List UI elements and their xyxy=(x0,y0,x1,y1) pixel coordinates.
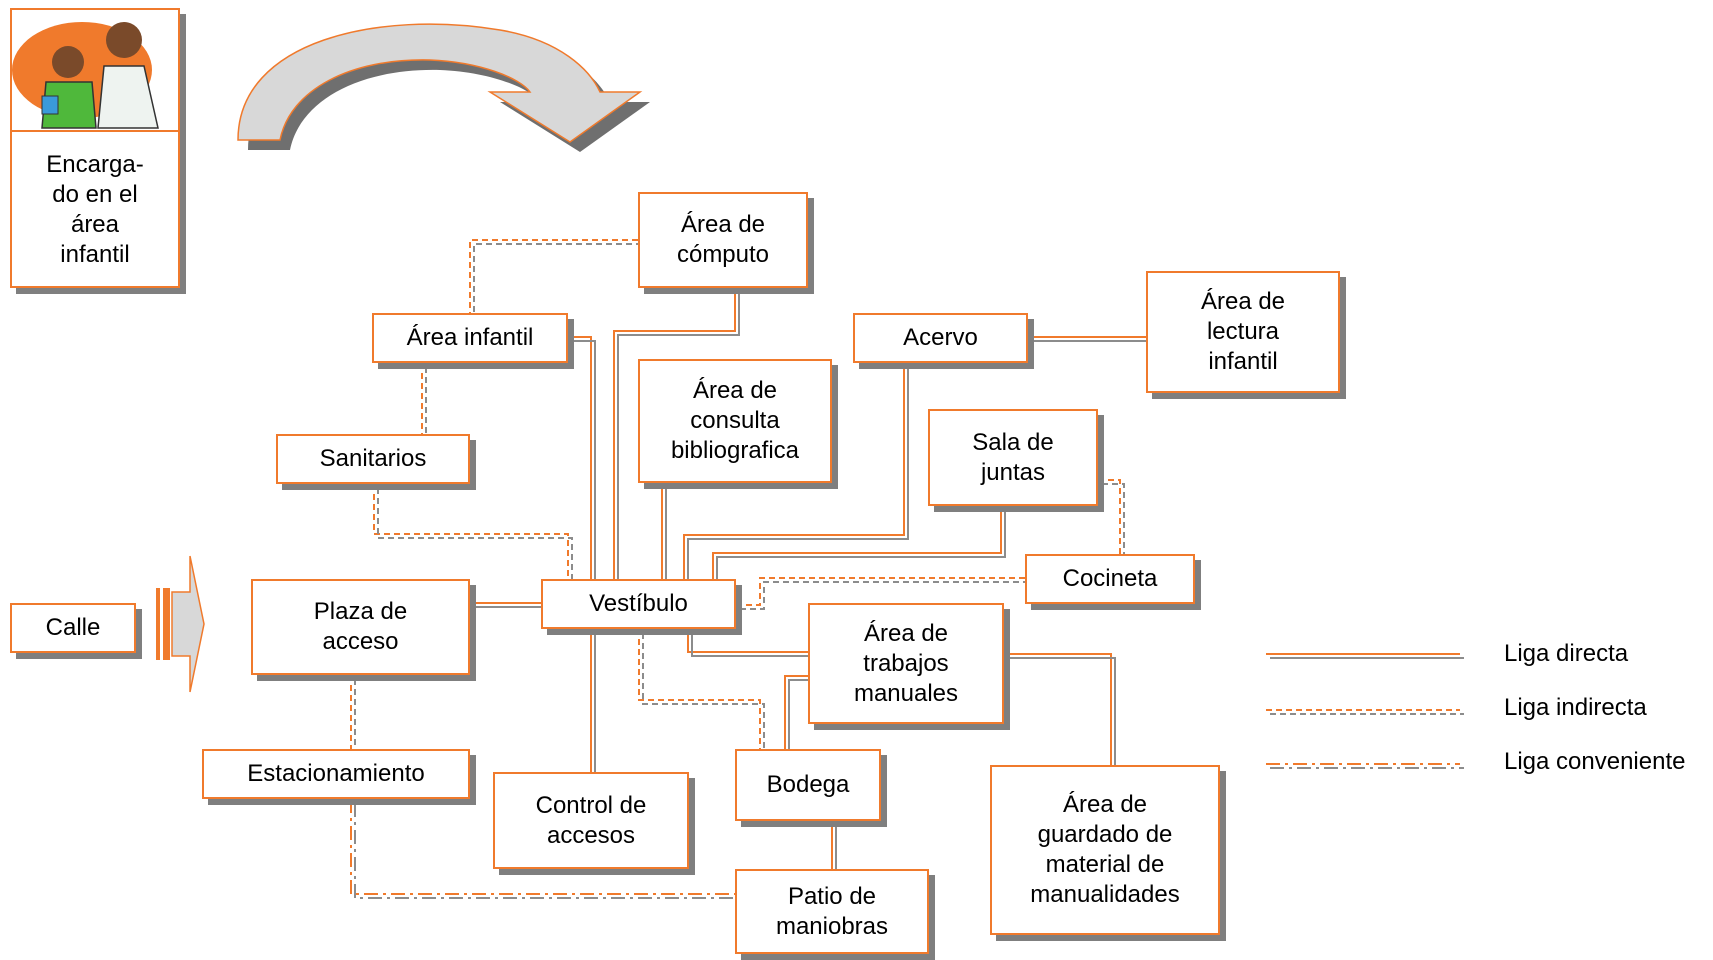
curved-arrow-icon xyxy=(237,23,650,152)
node-calle: Calle xyxy=(10,603,136,653)
node-area-infantil: Área infantil xyxy=(372,313,568,363)
node-cocineta: Cocineta xyxy=(1025,554,1195,604)
indirect-link-4-gray xyxy=(1102,483,1125,558)
node-label: Plaza de acceso xyxy=(313,598,408,655)
indirect-link-0-orange xyxy=(469,239,638,313)
indirect-link-3-orange xyxy=(736,577,1025,606)
legend-liga-directa: Liga directa xyxy=(1504,640,1629,667)
caretaker-label: Encarga- do en el área infantil xyxy=(46,151,144,268)
indirect-link-2-gray xyxy=(377,488,573,583)
node-label: Acervo xyxy=(903,324,978,351)
node-bodega: Bodega xyxy=(735,749,881,821)
node-area-computo: Área de cómputo xyxy=(638,192,808,288)
indirect-link-4-orange xyxy=(1098,479,1121,554)
direct-link-3-orange xyxy=(683,363,905,579)
caretaker-icon xyxy=(12,22,159,129)
convenient-link-0-orange xyxy=(350,799,735,895)
node-patio-maniobras: Patio de maniobras xyxy=(735,869,929,954)
indirect-link-0-gray xyxy=(473,243,642,317)
legend-liga-conveniente: Liga conveniente xyxy=(1504,748,1686,775)
node-label: Área de cómputo xyxy=(676,211,770,268)
direct-link-8-gray xyxy=(1008,657,1116,769)
node-label: Área de trabajos manuales xyxy=(853,619,959,707)
indirect-link-5-gray xyxy=(642,633,765,753)
street-arrow-icon xyxy=(156,555,205,693)
indirect-link-5-orange xyxy=(638,629,761,749)
convenient-links xyxy=(350,799,739,899)
node-label: Sala de juntas xyxy=(972,428,1054,486)
node-area-consulta: Área de consulta bibliografica xyxy=(638,359,832,483)
node-area-trabajos: Área de trabajos manuales xyxy=(808,603,1004,724)
node-area-lectura-infantil: Área de lectura infantil xyxy=(1146,271,1340,393)
direct-link-5-orange xyxy=(712,506,1002,579)
direct-link-1-orange xyxy=(613,288,736,579)
direct-link-3-gray xyxy=(687,367,909,583)
node-label: Área infantil xyxy=(406,324,534,351)
legend-lines xyxy=(1266,653,1464,769)
direct-link-0-gray xyxy=(572,340,596,583)
node-plaza-acceso: Plaza de acceso xyxy=(251,579,470,675)
node-label: Sanitarios xyxy=(319,445,427,472)
node-area-guardado: Área de guardado de material de manualid… xyxy=(990,765,1220,935)
node-acervo: Acervo xyxy=(853,313,1028,363)
node-label: Área de consulta bibliografica xyxy=(670,377,800,464)
direct-link-7-orange xyxy=(687,629,808,653)
node-vestibulo: Vestíbulo xyxy=(541,579,736,629)
caretaker-card: Encarga- do en el área infantil xyxy=(10,8,180,288)
indirect-link-3-gray xyxy=(740,581,1029,610)
node-label: Cocineta xyxy=(1062,565,1158,592)
indirect-links xyxy=(350,239,1125,753)
node-label: Control de accesos xyxy=(535,791,647,849)
direct-link-5-gray xyxy=(716,510,1006,583)
direct-link-0-orange xyxy=(568,336,592,579)
indirect-link-2-orange xyxy=(373,484,569,579)
node-label: Área de lectura infantil xyxy=(1200,288,1286,375)
node-label: Estacionamiento xyxy=(247,760,425,787)
node-sala-juntas: Sala de juntas xyxy=(928,409,1098,506)
direct-link-9-gray xyxy=(788,679,812,753)
direct-link-1-gray xyxy=(617,292,740,583)
node-label: Calle xyxy=(45,614,101,641)
legend-liga-indirecta: Liga indirecta xyxy=(1504,694,1647,721)
direct-link-7-gray xyxy=(691,633,812,657)
node-label: Bodega xyxy=(766,771,850,798)
direct-link-8-orange xyxy=(1004,653,1112,765)
node-label: Patio de maniobras xyxy=(775,882,889,940)
direct-link-9-orange xyxy=(784,675,808,749)
node-label: Área de guardado de material de manualid… xyxy=(1030,791,1180,908)
convenient-link-0-gray xyxy=(354,803,739,899)
caretaker-illustration xyxy=(12,10,178,132)
node-sanitarios: Sanitarios xyxy=(276,434,470,484)
node-label: Vestíbulo xyxy=(589,590,688,617)
direct-links xyxy=(470,288,1150,873)
node-estacionamiento: Estacionamiento xyxy=(202,749,470,799)
node-control-accesos: Control de accesos xyxy=(493,772,689,869)
